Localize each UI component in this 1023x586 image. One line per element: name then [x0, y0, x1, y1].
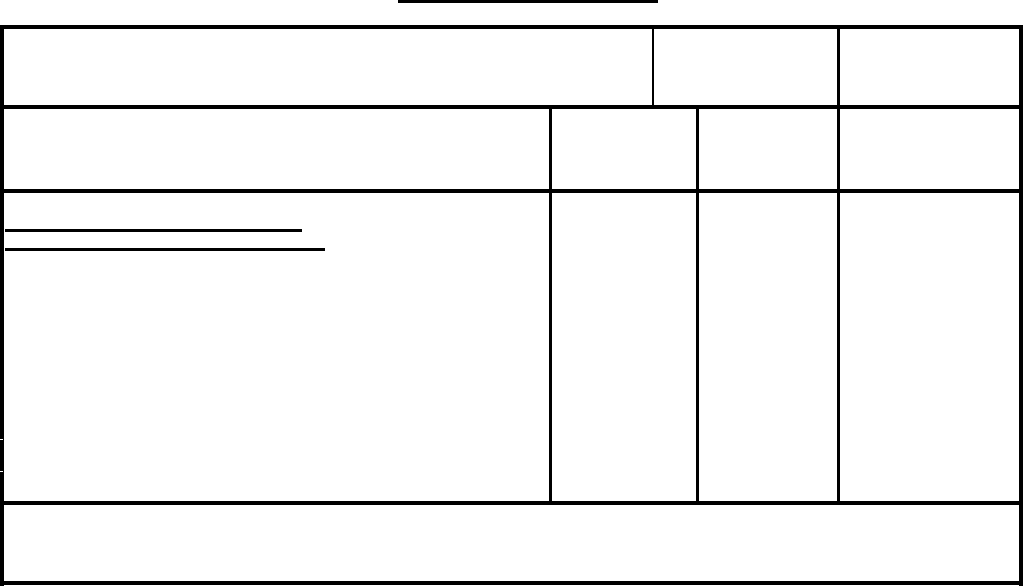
- row-divider-1: [0, 105, 1023, 109]
- table-border-bottom: [0, 581, 1023, 585]
- table-border-top: [0, 25, 1023, 29]
- row1-col-divider-1: [652, 25, 654, 107]
- blank-line-2[interactable]: [5, 248, 325, 251]
- col-divider-3: [837, 105, 840, 503]
- row-divider-2: [0, 189, 1023, 193]
- col-divider-1: [549, 105, 552, 503]
- left-tick-2: [0, 471, 3, 472]
- left-tick-1: [0, 439, 3, 440]
- col-divider-2: [696, 105, 699, 503]
- row-divider-3: [0, 501, 1023, 505]
- title-underline: [398, 0, 658, 3]
- blank-line-1[interactable]: [5, 229, 302, 232]
- table-border-right: [1019, 25, 1023, 586]
- row1-col-divider-2: [837, 25, 840, 107]
- table-border-left: [0, 25, 4, 586]
